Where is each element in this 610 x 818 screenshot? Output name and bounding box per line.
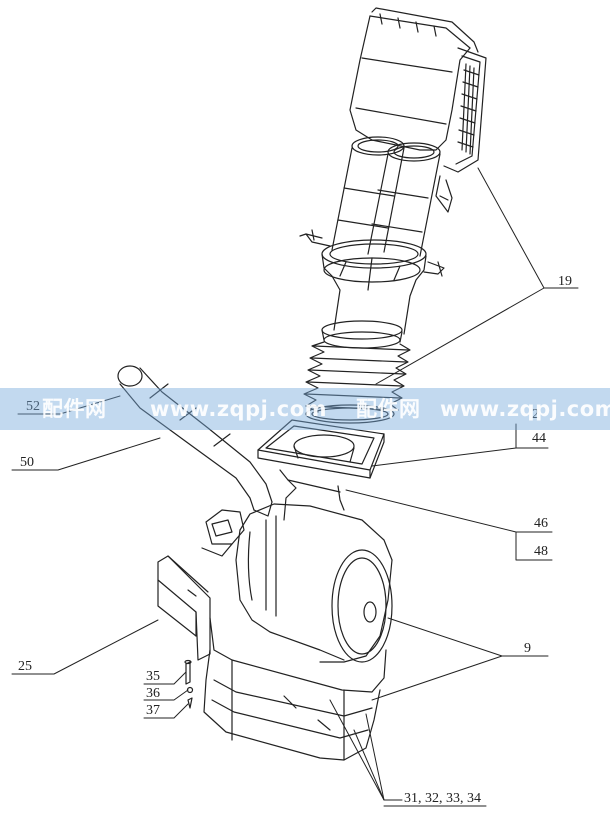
adapter-plate — [257, 419, 385, 479]
watermark-right-url: www.zqpj.com — [440, 397, 610, 421]
label-52: 52 — [26, 399, 40, 414]
watermark-right-cn: 配件网 — [356, 397, 421, 421]
label-35: 35 — [146, 669, 160, 684]
label-19: 19 — [558, 274, 572, 289]
upper-intake-housing — [349, 7, 487, 213]
corrugated-bellows — [303, 341, 411, 424]
watermark-band — [0, 388, 610, 430]
label-9: 9 — [524, 641, 531, 656]
watermark-left-cn: 配件网 — [42, 397, 107, 421]
small-fasteners — [184, 659, 194, 709]
air-cleaner-body — [201, 469, 393, 663]
lower-intake-collar — [299, 229, 445, 349]
label-25: 25 — [18, 659, 32, 674]
watermark-left-url: www.zqpj.com — [150, 397, 328, 421]
label-36: 36 — [146, 686, 160, 701]
label-37: 37 — [146, 703, 160, 718]
leader-lines — [11, 167, 579, 807]
label-50: 50 — [20, 455, 34, 470]
label-2: 2 — [532, 407, 539, 422]
label-31-34: 31, 32, 33, 34 — [404, 791, 481, 806]
twin-intake-tubes — [331, 136, 441, 257]
label-44: 44 — [532, 431, 546, 446]
part-labels: 19 2 44 46 48 50 52 25 9 35 36 37 31, 32… — [18, 274, 572, 806]
mounting-bracket — [157, 555, 211, 661]
label-48: 48 — [534, 544, 548, 559]
curved-inlet-pipe — [117, 365, 273, 517]
lower-filter-box — [203, 617, 387, 761]
label-46: 46 — [534, 516, 548, 531]
